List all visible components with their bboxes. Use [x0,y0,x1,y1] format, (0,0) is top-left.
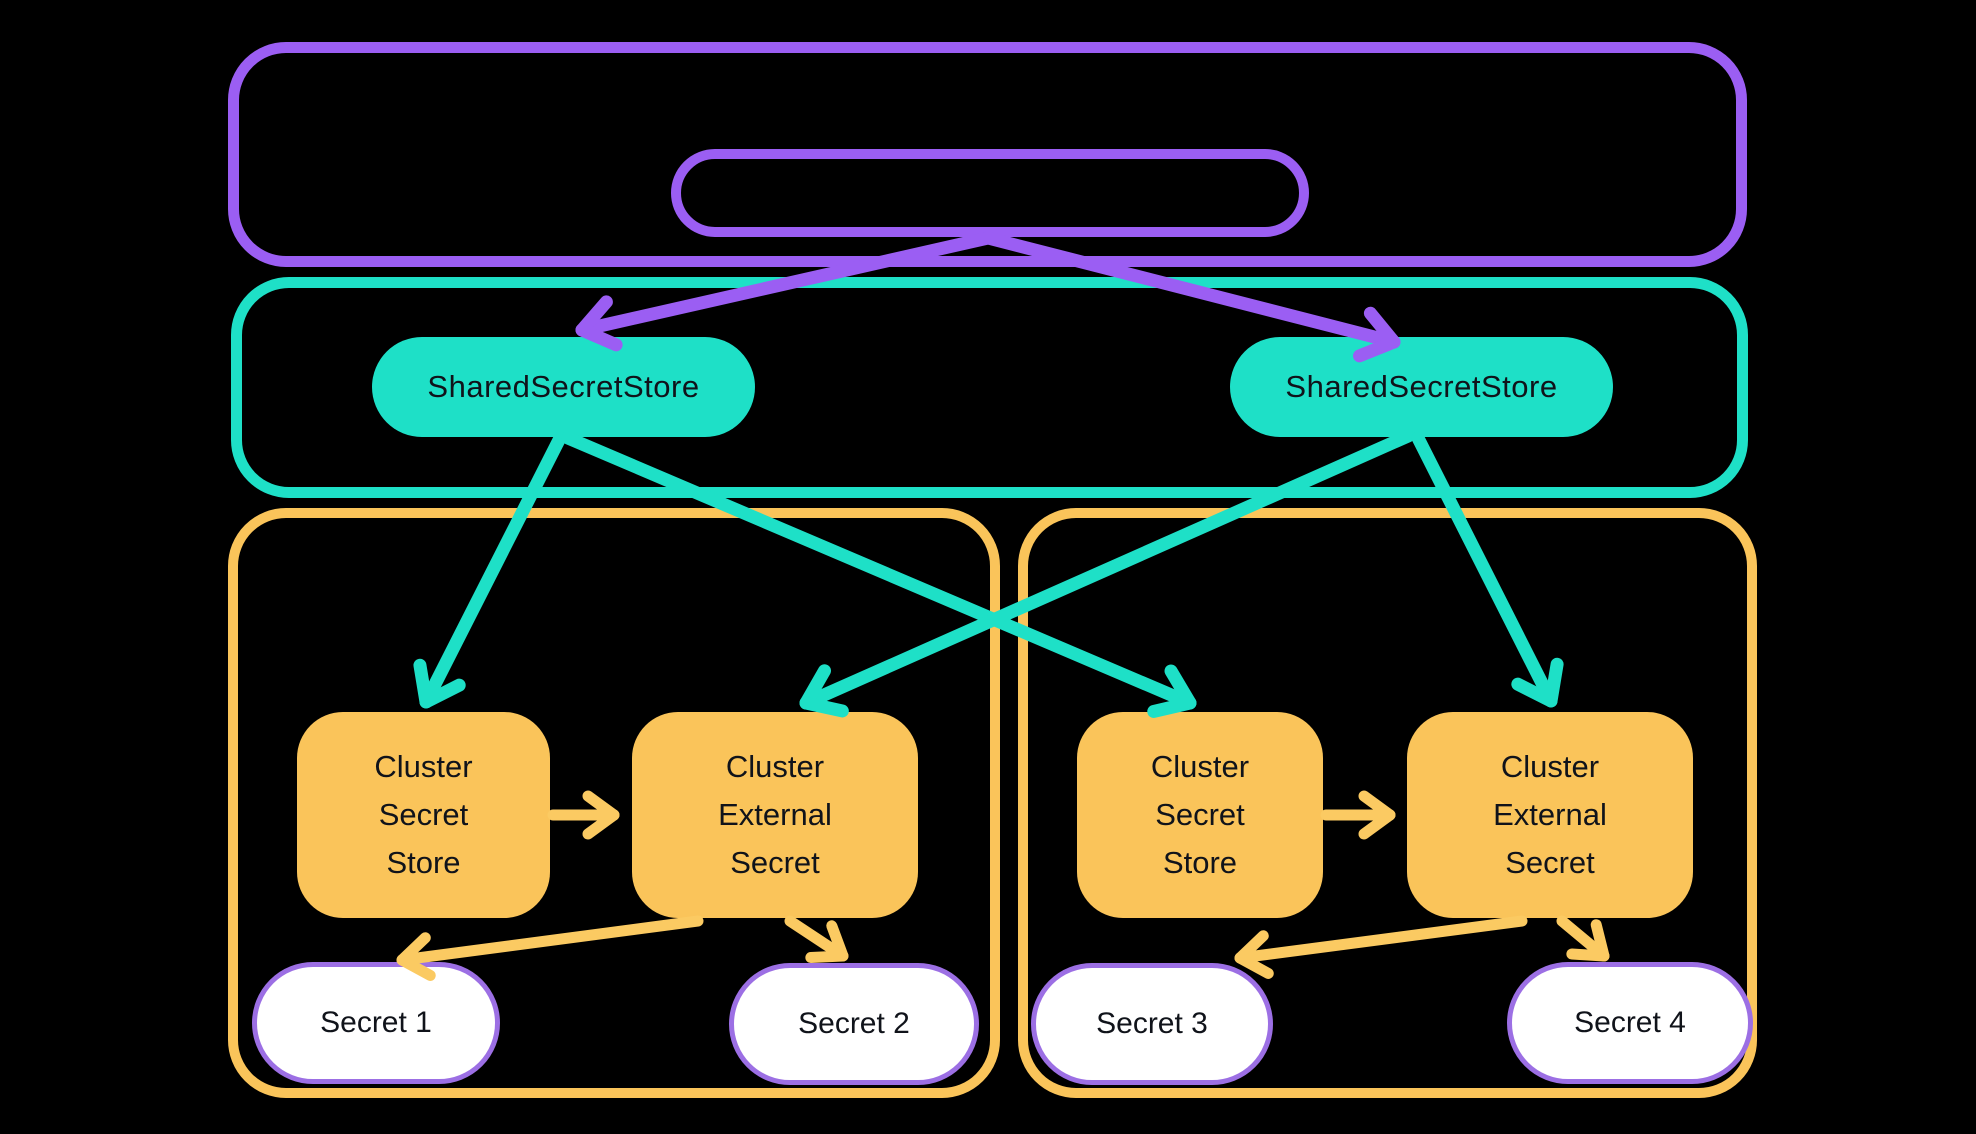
secret-label: Secret 2 [798,1007,910,1040]
inner-purple-pill [671,149,1309,237]
shared-secret-store-label: SharedSecretStore [1285,369,1558,404]
cluster-external-secret-box-label: Cluster External Secret [1493,749,1607,880]
cluster-secret-store-box-label: Cluster Secret Store [1150,749,1250,880]
secret-label: Secret 1 [320,1006,432,1039]
secret-pill-2: Secret 2 [729,963,979,1085]
shared-secret-store-pill-right: SharedSecretStore [1230,337,1613,437]
cluster-external-secret-box-left: Cluster External Secret [632,712,918,918]
cluster-external-secret-box-label: Cluster External Secret [718,749,832,880]
secret-pill-1: Secret 1 [252,962,500,1084]
shared-secret-store-label: SharedSecretStore [427,369,700,404]
secret-pill-3: Secret 3 [1031,963,1273,1085]
cluster-secret-store-box-right: Cluster Secret Store [1077,712,1323,918]
cluster-secret-store-box-left: Cluster Secret Store [297,712,550,918]
cluster-external-secret-box-right: Cluster External Secret [1407,712,1693,918]
cluster-secret-store-box-label: Cluster Secret Store [374,749,473,880]
shared-secret-store-pill-left: SharedSecretStore [372,337,755,437]
secret-pill-4: Secret 4 [1507,962,1753,1084]
secret-label: Secret 4 [1574,1006,1686,1039]
secret-label: Secret 3 [1096,1007,1208,1040]
